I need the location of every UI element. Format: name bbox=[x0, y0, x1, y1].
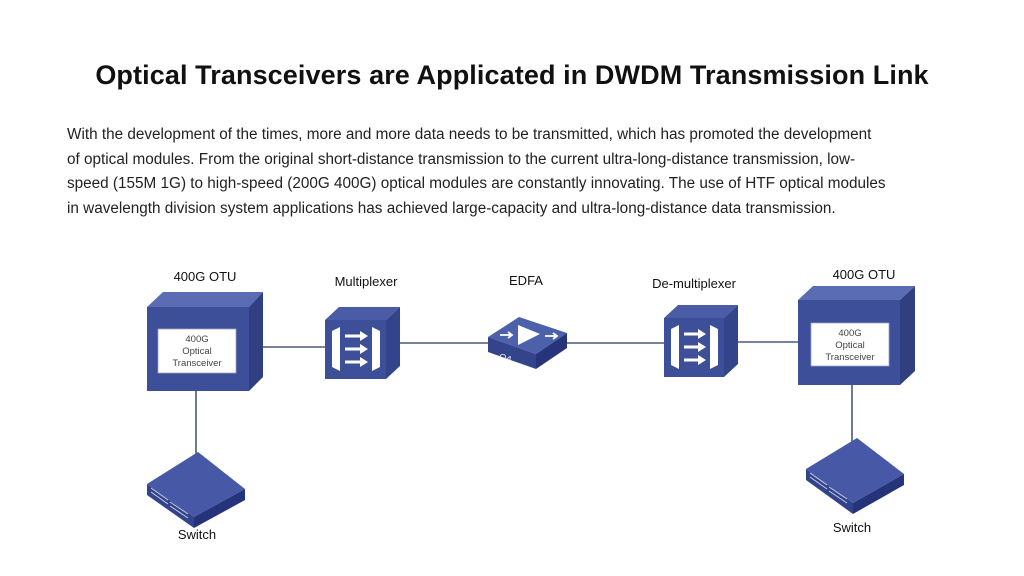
transceiver-text: Transceiver bbox=[172, 358, 221, 369]
edfa-oa-badge: OA bbox=[497, 351, 512, 365]
description-paragraph: With the development of the times, more … bbox=[67, 123, 967, 221]
description-line: With the development of the times, more … bbox=[67, 126, 872, 143]
switch-icon bbox=[147, 452, 245, 528]
edfa: EDFA OA bbox=[488, 273, 567, 369]
otu-left-label: 400G OTU bbox=[174, 269, 237, 284]
description-line: in wavelength division system applicatio… bbox=[67, 199, 836, 217]
switch-left: Switch bbox=[147, 452, 245, 542]
multiplexer-label: Multiplexer bbox=[335, 274, 399, 289]
transceiver-text: Optical bbox=[182, 346, 212, 357]
transceiver-text: Transceiver bbox=[825, 352, 874, 363]
links bbox=[195, 341, 853, 478]
description-line: speed (155M 1G) to high-speed (200G 400G… bbox=[67, 175, 886, 192]
otu-left: 400G OTU 400G Optical Transceiver bbox=[147, 269, 263, 391]
otu-right-label: 400G OTU bbox=[833, 267, 896, 282]
description-line: of optical modules. From the original sh… bbox=[67, 150, 856, 168]
otu-box-icon bbox=[798, 286, 915, 385]
otu-right: 400G OTU 400G Optical Transceiver bbox=[798, 267, 915, 385]
demultiplexer-label: De-multiplexer bbox=[652, 276, 736, 291]
demultiplexer-icon bbox=[664, 305, 738, 377]
edfa-label: EDFA bbox=[509, 273, 543, 288]
optical-amplifier-icon: OA bbox=[488, 317, 567, 369]
transceiver-card bbox=[157, 328, 237, 374]
demultiplexer: De-multiplexer bbox=[652, 276, 738, 377]
multiplexer-icon bbox=[325, 307, 400, 379]
multiplexer: Multiplexer bbox=[325, 274, 400, 379]
switch-right-label: Switch bbox=[833, 520, 871, 535]
transceiver-text: Optical bbox=[835, 340, 865, 351]
switch-right: Switch bbox=[806, 438, 904, 535]
transceiver-text: 400G bbox=[185, 334, 208, 345]
page-title: Optical Transceivers are Applicated in D… bbox=[95, 60, 929, 90]
transceiver-text: 400G bbox=[838, 328, 861, 339]
switch-left-label: Switch bbox=[178, 527, 216, 542]
transceiver-card bbox=[810, 322, 890, 367]
switch-icon bbox=[806, 438, 904, 514]
